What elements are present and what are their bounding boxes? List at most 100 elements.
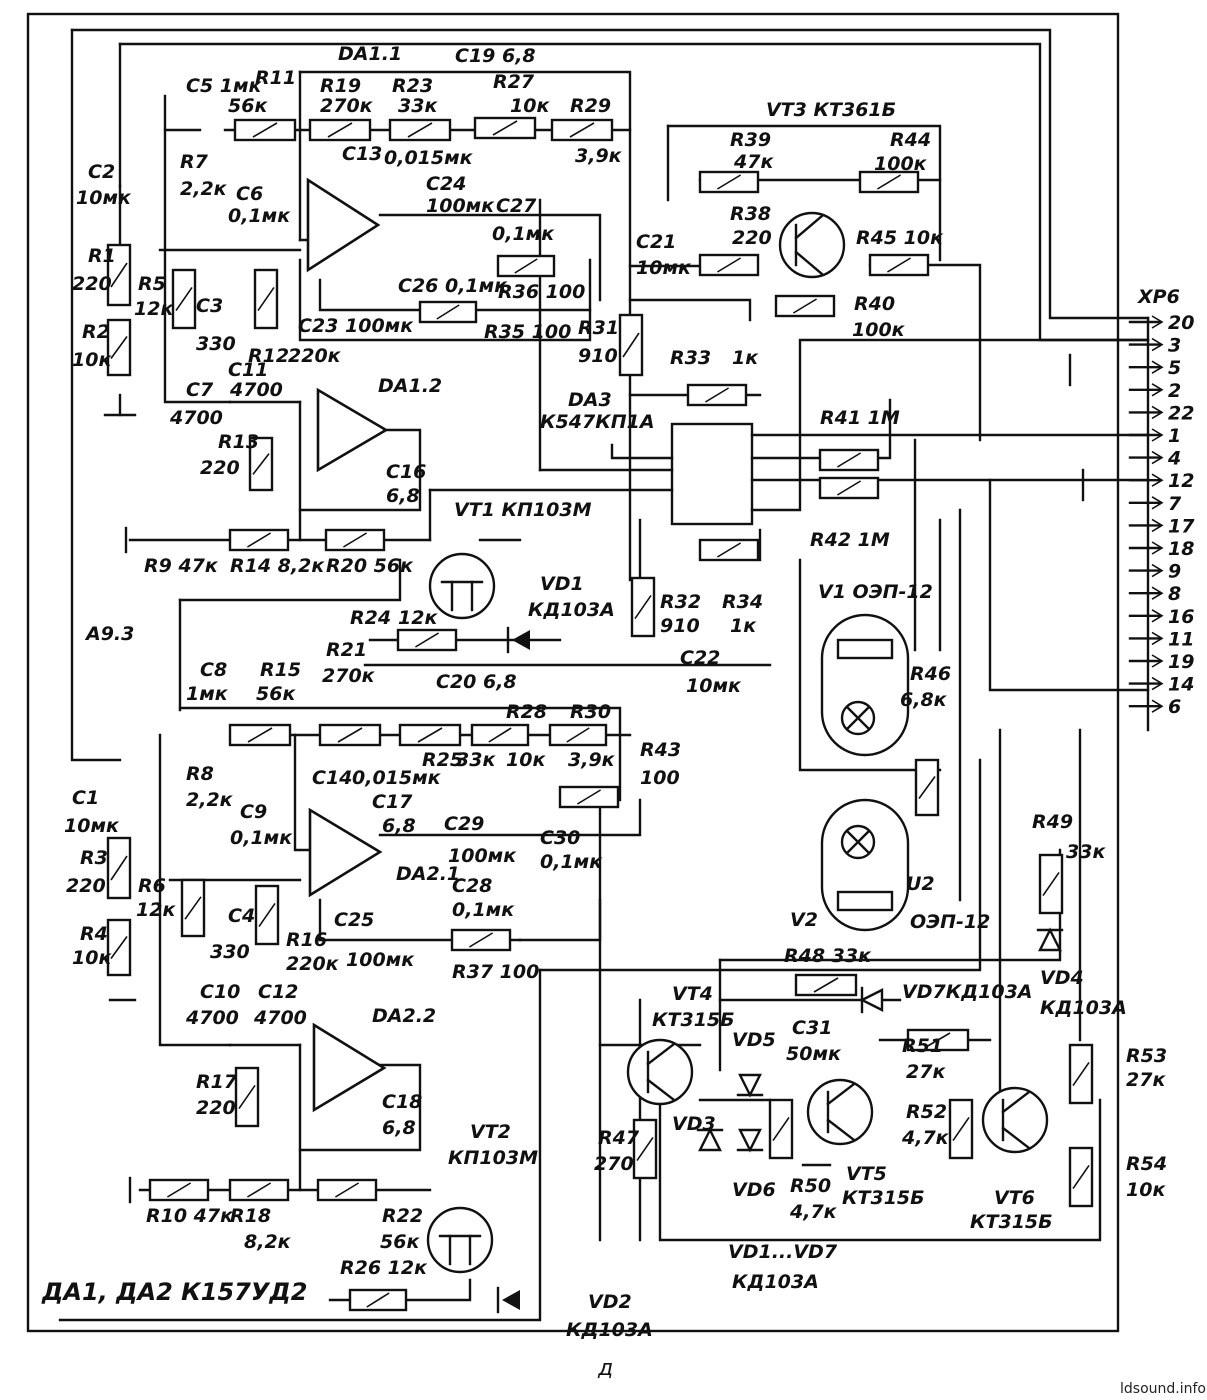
component-label: VD1...VD7 (728, 1241, 838, 1263)
connector-pin-arrow (1151, 450, 1164, 465)
component-label: С18 (382, 1091, 422, 1113)
connector-pin-number: 20 (1168, 312, 1194, 334)
component-label: VT5 (846, 1163, 887, 1185)
component-label: 100мк (426, 195, 495, 217)
component-label: 10к (72, 947, 112, 969)
resistor-hatch (407, 122, 433, 138)
resistor-hatch (876, 174, 902, 190)
component-label: 270к (322, 665, 376, 687)
resistor-hatch (836, 480, 862, 496)
component-label: R11 (255, 67, 296, 89)
connector-pin-number: 11 (1168, 628, 1194, 650)
component-label: R41 1М (820, 407, 900, 429)
component-label: VT3 КТ361Б (766, 99, 896, 121)
resistor-hatch (246, 1182, 272, 1198)
resistor-hatch (258, 902, 276, 928)
component-label: С13 (342, 143, 382, 165)
component-label: 0,015мк (384, 147, 474, 169)
component-label: VD2 (588, 1291, 632, 1313)
component-label: С26 0,1мк (398, 275, 508, 297)
component-label: R16 (286, 929, 327, 951)
component-label: 4700 (169, 407, 223, 429)
component-label: С2 (88, 161, 115, 183)
diode-vd1 (506, 626, 530, 654)
component-label: 100мк (448, 845, 517, 867)
component-label: VD1 (540, 573, 584, 595)
component-label: 270к (320, 95, 374, 117)
component-label: R23 (392, 75, 433, 97)
component-label: 50мк (786, 1043, 842, 1065)
component-label: R26 12к (340, 1257, 428, 1279)
component-label: 910 (578, 345, 618, 367)
connector-pin-number: 8 (1168, 583, 1181, 605)
component-label: 3,9к (568, 749, 616, 771)
component-label: С27 (496, 195, 537, 217)
component-label: 6,8 (382, 1117, 416, 1139)
figure-caption: д (597, 1356, 613, 1381)
diode-vd5 (736, 1073, 764, 1098)
component-label: 56к (380, 1231, 420, 1253)
resistor-hatch (492, 120, 518, 136)
resistor-hatch (1072, 1061, 1090, 1087)
transistor-vt3 (778, 211, 846, 279)
component-label: R17 (196, 1071, 238, 1093)
resistor-hatch (327, 122, 353, 138)
component-label: R43 (640, 739, 681, 761)
component-label: R29 (570, 95, 611, 117)
component-label: С21 (636, 231, 676, 253)
component-label: 6,8 (382, 815, 416, 837)
component-label: 100мк (346, 949, 415, 971)
component-label: V2 (790, 909, 818, 931)
component-label: R35 100 (484, 321, 571, 343)
transistor-vt4 (626, 1038, 694, 1106)
component-label: R15 (260, 659, 301, 681)
component-label: DA2.2 (372, 1005, 436, 1027)
component-label: С12 (258, 981, 298, 1003)
resistor-hatch (110, 336, 128, 359)
component-label: 100к (874, 153, 928, 175)
component-label: ОЭП-12 (910, 911, 990, 933)
component-label: 2,2к (186, 789, 234, 811)
component-label: R4 (80, 923, 108, 945)
diode-vd3 (696, 1127, 724, 1152)
component-label: С10 (200, 981, 240, 1003)
component-label: 4700 (253, 1007, 307, 1029)
resistor-hatch (468, 932, 494, 948)
component-label: R50 (790, 1175, 831, 1197)
transistor-vt2 (426, 1206, 494, 1274)
component-label: 10мк (64, 815, 120, 837)
resistor-hatch (252, 453, 270, 475)
resistor-hatch (110, 262, 128, 288)
component-label: КТ315Б (970, 1211, 1053, 1233)
component-label: 27к (906, 1061, 946, 1083)
connector-pin-number: 4 (1167, 448, 1181, 470)
connector-pin-number: 5 (1168, 357, 1181, 379)
component-label: VT4 (672, 983, 713, 1005)
component-label: КТ315Б (652, 1009, 735, 1031)
component-label: 4,7к (901, 1127, 950, 1149)
connector-pin-number: 6 (1168, 696, 1181, 718)
component-label: R2 (82, 321, 110, 343)
connector-pin-arrow (1151, 315, 1164, 329)
component-label: R10 47к (146, 1205, 234, 1227)
component-label: 1к (730, 615, 757, 637)
component-label: 0,1мк (540, 851, 603, 873)
connector-pin-number: 18 (1168, 538, 1194, 560)
watermark: ldsound.info (1120, 1381, 1206, 1397)
component-label: R6 (138, 875, 166, 897)
component-label: 4,7к (789, 1201, 838, 1223)
resistor-hatch (836, 452, 862, 468)
component-label: R31 (578, 317, 619, 339)
resistor-hatch (704, 387, 730, 403)
connector-pin-number: 1 (1168, 425, 1181, 447)
resistors (106, 116, 1094, 1312)
component-label: 220 (196, 1097, 236, 1119)
component-label: 0,015мк (352, 767, 442, 789)
connector-pin-arrow (1151, 654, 1164, 668)
connector-pin-arrow (1151, 496, 1164, 510)
component-label: 10к (506, 749, 546, 771)
resistor-hatch (166, 1182, 192, 1198)
connector-label: ХР6 (1137, 286, 1180, 308)
component-label: С19 6,8 (455, 45, 536, 67)
component-label: 270 (594, 1153, 634, 1175)
